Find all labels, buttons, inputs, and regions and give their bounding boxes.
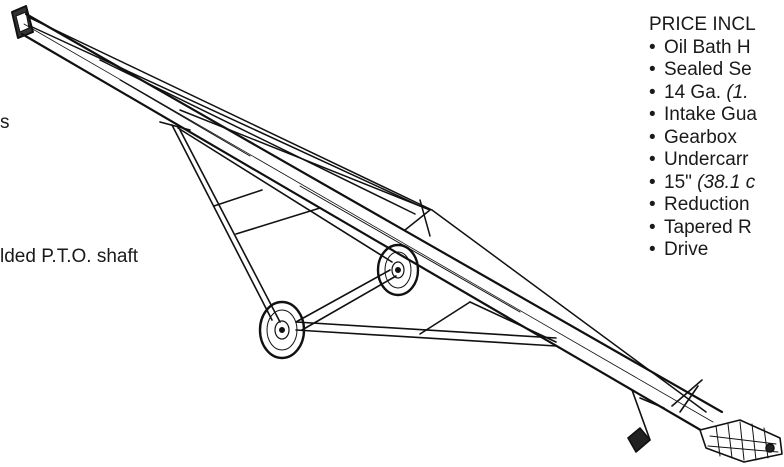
bullet-icon: • bbox=[649, 216, 656, 238]
list-item: •15" (38.1 c bbox=[649, 171, 756, 193]
bullet-icon: • bbox=[649, 81, 656, 103]
auger-undercarriage bbox=[159, 121, 557, 347]
bullet-icon: • bbox=[649, 171, 656, 193]
price-includes-box: PRICE INCL •Oil Bath H •Sealed Se •14 Ga… bbox=[649, 14, 784, 262]
caption-fragment-pto-shaft: lded P.T.O. shaft bbox=[0, 246, 139, 267]
bullet-icon: • bbox=[649, 36, 656, 58]
list-item: •Reduction bbox=[649, 194, 750, 215]
list-item: •Drive bbox=[649, 239, 709, 260]
bullet-icon: • bbox=[649, 194, 656, 215]
caption-fragment: s bbox=[0, 112, 10, 133]
list-item: •Oil Bath H bbox=[649, 36, 751, 58]
bullet-icon: • bbox=[649, 239, 656, 260]
price-includes-heading: PRICE INCL bbox=[649, 14, 756, 35]
list-item: •Undercarr bbox=[649, 149, 749, 170]
bullet-icon: • bbox=[649, 149, 656, 170]
bullet-icon: • bbox=[649, 104, 656, 125]
list-item: •Sealed Se bbox=[649, 59, 752, 80]
auger-wheel-rear bbox=[376, 243, 420, 297]
list-item: •Tapered R bbox=[649, 216, 752, 238]
bullet-icon: • bbox=[649, 59, 656, 80]
included-features-list: •Oil Bath H •Sealed Se •14 Ga. (1. •Inta… bbox=[649, 37, 784, 262]
auger-truss bbox=[29, 17, 707, 413]
list-item: •Intake Gua bbox=[649, 104, 757, 125]
list-item: •14 Ga. (1. bbox=[649, 81, 749, 103]
bullet-icon: • bbox=[649, 126, 656, 148]
auger-wheel-front bbox=[258, 300, 306, 360]
auger-main-tube bbox=[20, 12, 724, 434]
list-item: •Gearbox bbox=[649, 126, 737, 148]
auger-intake bbox=[627, 379, 783, 463]
